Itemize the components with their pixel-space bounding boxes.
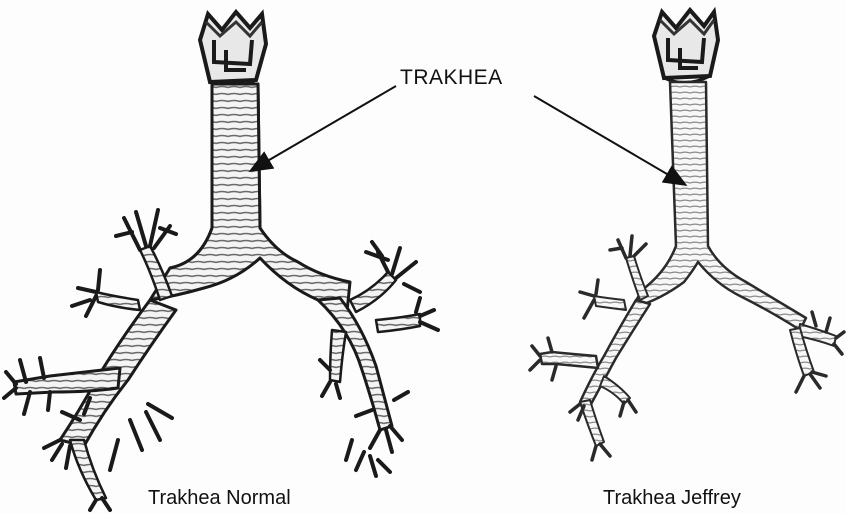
jeffrey-trachea-caption: Trakhea Jeffrey (603, 487, 741, 510)
arrow-to-normal-trachea (252, 86, 396, 170)
jeffrey-trachea-figure (530, 10, 844, 460)
normal-trachea-caption: Trakhea Normal (148, 487, 291, 510)
arrow-to-jeffrey-trachea (534, 96, 684, 184)
normal-bronchial-tree (4, 84, 438, 510)
jeffrey-larynx (654, 10, 718, 83)
normal-trachea-figure (4, 12, 438, 510)
pointer-arrows (252, 86, 684, 184)
trakhea-pointer-label: TRAKHEA (400, 66, 503, 90)
jeffrey-bronchial-tree (530, 82, 844, 460)
normal-larynx (200, 12, 266, 87)
